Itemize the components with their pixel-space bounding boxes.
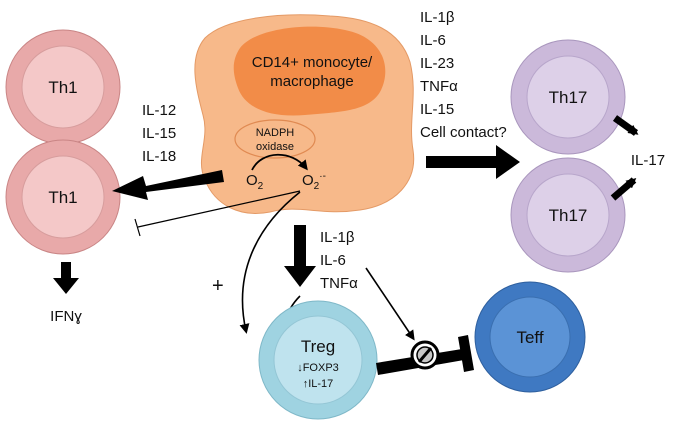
inhibition-bar-teff bbox=[458, 335, 474, 372]
th1-bottom-cell: Th1 bbox=[5, 139, 121, 255]
o2-conversion-arrow bbox=[251, 153, 308, 171]
treg-il17: ↑IL-17 bbox=[303, 378, 334, 390]
treg-cytokine-2: IL-6 bbox=[320, 252, 346, 269]
treg-foxp3: ↓FOXP3 bbox=[297, 362, 339, 374]
monocyte-cell: CD14+ monocyte/ macrophage NADPH oxidase bbox=[194, 14, 415, 214]
nadph-label-line2: oxidase bbox=[256, 141, 294, 153]
th17-cytokine-6: Cell contact? bbox=[420, 124, 507, 141]
th17-cytokine-4: TNFα bbox=[420, 78, 458, 95]
nadph-label-line1: NADPH bbox=[256, 127, 295, 139]
plus-sign: + bbox=[212, 275, 224, 297]
th17-top-cell: Th17 bbox=[510, 39, 626, 155]
th1-cytokine-3: IL-18 bbox=[142, 148, 176, 165]
arrow-to-treg bbox=[284, 225, 316, 287]
teff-cell: Teff bbox=[474, 281, 586, 393]
ifng-label: IFNɣ bbox=[50, 308, 82, 325]
th1-cytokine-1: IL-12 bbox=[142, 102, 176, 119]
th1-cytokine-2: IL-15 bbox=[142, 125, 176, 142]
arrow-to-ifng bbox=[53, 262, 79, 294]
monocyte-label-line2: macrophage bbox=[270, 73, 353, 90]
th1-top-label: Th1 bbox=[48, 78, 77, 97]
th1-top-cell: Th1 bbox=[5, 29, 121, 145]
inhibition-line-th1 bbox=[137, 190, 301, 228]
th17-cytokine-2: IL-6 bbox=[420, 32, 446, 49]
th17-top-label: Th17 bbox=[549, 88, 588, 107]
monocyte-label-line1: CD14+ monocyte/ bbox=[252, 54, 373, 71]
treg-cell: Treg ↓FOXP3 ↑IL-17 bbox=[258, 300, 378, 420]
th17-cytokine-1: IL-1β bbox=[420, 9, 455, 26]
arrow-th17-bottom-to-il17 bbox=[610, 177, 637, 201]
th17-cytokine-3: IL-23 bbox=[420, 55, 454, 72]
il17-label: IL-17 bbox=[631, 152, 665, 169]
th17-bottom-cell: Th17 bbox=[510, 157, 626, 273]
inhibitor-symbol bbox=[410, 340, 440, 370]
nadph-oxidase bbox=[234, 119, 316, 159]
superoxide-label: O2·- bbox=[302, 171, 326, 192]
teff-label: Teff bbox=[516, 328, 543, 347]
treg-cytokine-3: TNFα bbox=[320, 275, 358, 292]
th17-cytokine-5: IL-15 bbox=[420, 101, 454, 118]
cytokine-to-inhibitor-arrow bbox=[365, 267, 415, 341]
arrow-to-th17 bbox=[426, 145, 520, 179]
inhibition-bar-th1 bbox=[134, 218, 141, 237]
treg-cytokine-1: IL-1β bbox=[320, 229, 355, 246]
th1-bottom-label: Th1 bbox=[48, 188, 77, 207]
arrow-th17-top-to-il17 bbox=[612, 115, 639, 136]
o2-label: O2 bbox=[246, 172, 264, 192]
th17-bottom-label: Th17 bbox=[549, 206, 588, 225]
arrow-to-th1 bbox=[112, 170, 224, 200]
treg-label: Treg bbox=[301, 337, 335, 356]
superoxide-to-treg-arrow bbox=[239, 191, 301, 334]
